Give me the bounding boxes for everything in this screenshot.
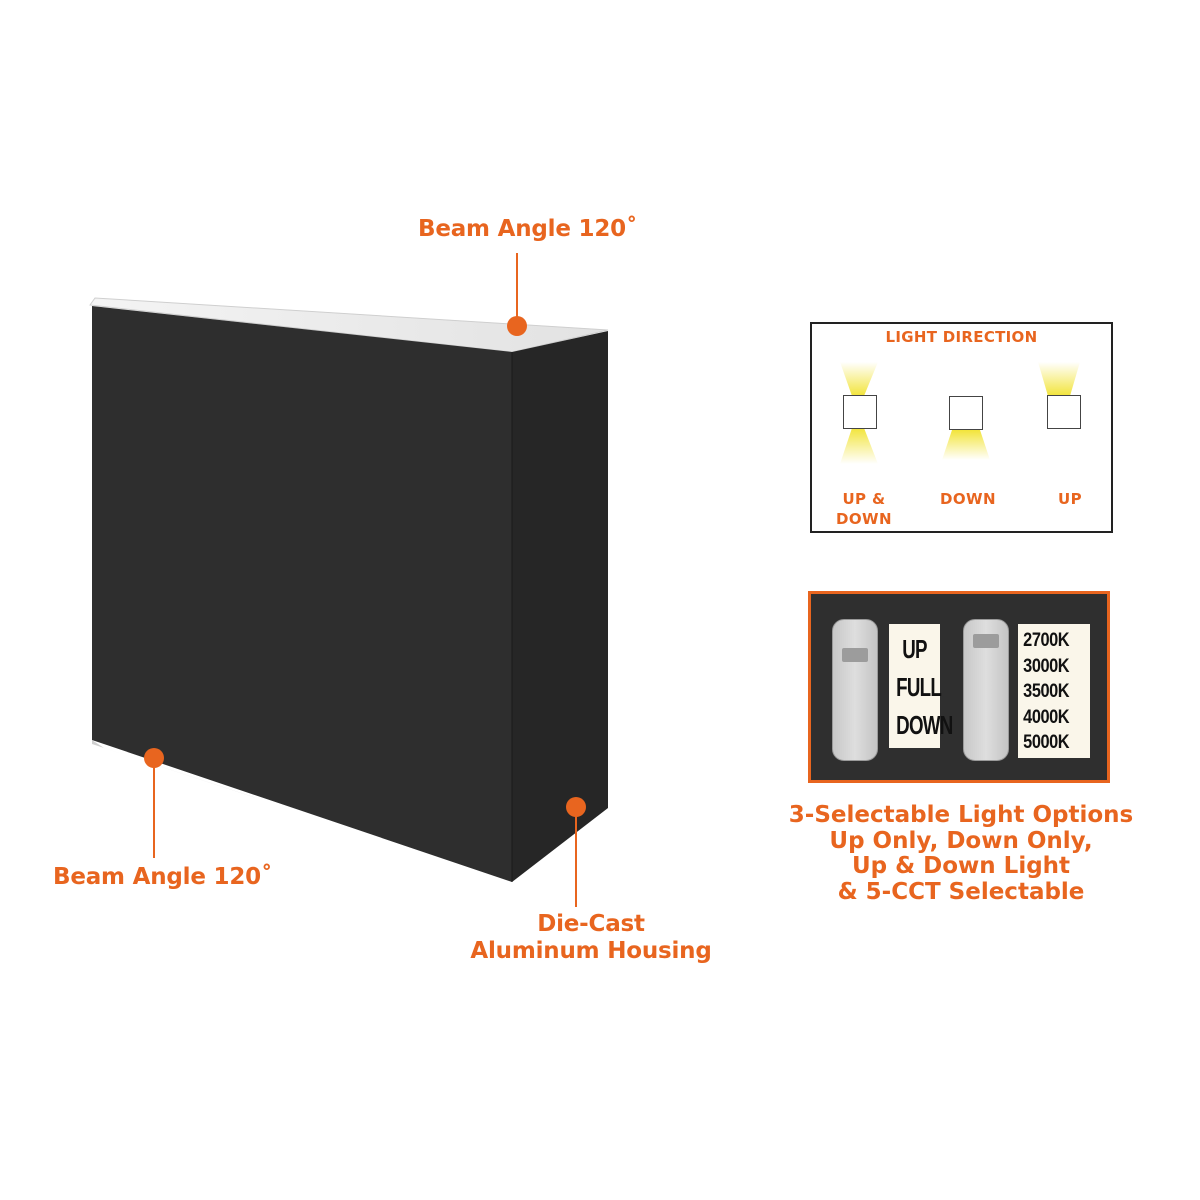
cct-selector-switch[interactable] [963, 619, 1009, 761]
wall-light-fixture [89, 297, 609, 882]
option-up-down-line1: UP & [842, 490, 886, 508]
housing-marker [566, 797, 586, 817]
light-glow-graphics [840, 362, 1080, 464]
cct-option-2700k: 2700K [1023, 630, 1070, 651]
down-glow [942, 430, 990, 460]
housing-label-line2: Aluminum Housing [470, 938, 712, 964]
cct-option-5000k: 5000K [1023, 732, 1070, 753]
options-line-4: & 5-CCT Selectable [837, 878, 1085, 905]
mode-option-full: FULL [896, 672, 942, 702]
top-beam-leader-line [516, 253, 518, 321]
options-line-1: 3-Selectable Light Options [788, 802, 1134, 828]
selectable-options-description: 3-Selectable Light Options Up Only, Down… [760, 802, 1162, 905]
front-face [92, 306, 512, 882]
mode-switch-knob[interactable] [842, 648, 868, 662]
mode-option-up: UP [902, 634, 927, 664]
up-fixture-icon [1047, 395, 1081, 429]
cct-option-4000k: 4000K [1023, 706, 1070, 728]
selector-switch-panel: UP FULL DOWN 2700K 3000K 3500K 4000K 500… [808, 591, 1110, 783]
top-beam-angle-label: Beam Angle 120˚ [418, 216, 638, 242]
bottom-beam-marker [144, 748, 164, 768]
light-direction-title: LIGHT DIRECTION [885, 328, 1038, 346]
updown-up-glow [840, 362, 878, 396]
mode-options-label: UP FULL DOWN [889, 624, 953, 748]
housing-label: Die-Cast Aluminum Housing [470, 911, 712, 965]
down-fixture-icon [949, 396, 983, 430]
options-line-2: Up Only, Down Only, [829, 827, 1093, 854]
bottom-beam-leader-line [153, 766, 155, 858]
housing-label-line1: Die-Cast [537, 911, 645, 937]
cct-options-label: 2700K 3000K 3500K 4000K 5000K [1018, 624, 1090, 758]
mode-option-down: DOWN [896, 710, 953, 740]
cct-option-3000k: 3000K [1023, 655, 1070, 677]
side-face [512, 331, 608, 882]
option-up-down-line2: DOWN [836, 510, 892, 528]
bottom-beam-angle-label: Beam Angle 120˚ [53, 864, 273, 890]
top-beam-marker [507, 316, 527, 336]
top-lens [89, 297, 609, 353]
up-glow [1038, 362, 1080, 396]
updown-down-glow [840, 428, 878, 464]
option-up-label: UP [1058, 490, 1082, 508]
cct-switch-knob[interactable] [973, 634, 999, 648]
mode-selector-switch[interactable] [832, 619, 878, 761]
options-line-3: Up & Down Light [851, 853, 1071, 879]
option-down-label: DOWN [940, 490, 996, 508]
option-up-down-label: UP & DOWN [814, 489, 914, 529]
cct-option-3500k: 3500K [1023, 681, 1070, 702]
housing-leader-line [575, 815, 577, 907]
up-down-fixture-icon [843, 395, 877, 429]
light-direction-panel: LIGHT DIRECTION UP & DOWN DOWN UP [810, 322, 1113, 533]
